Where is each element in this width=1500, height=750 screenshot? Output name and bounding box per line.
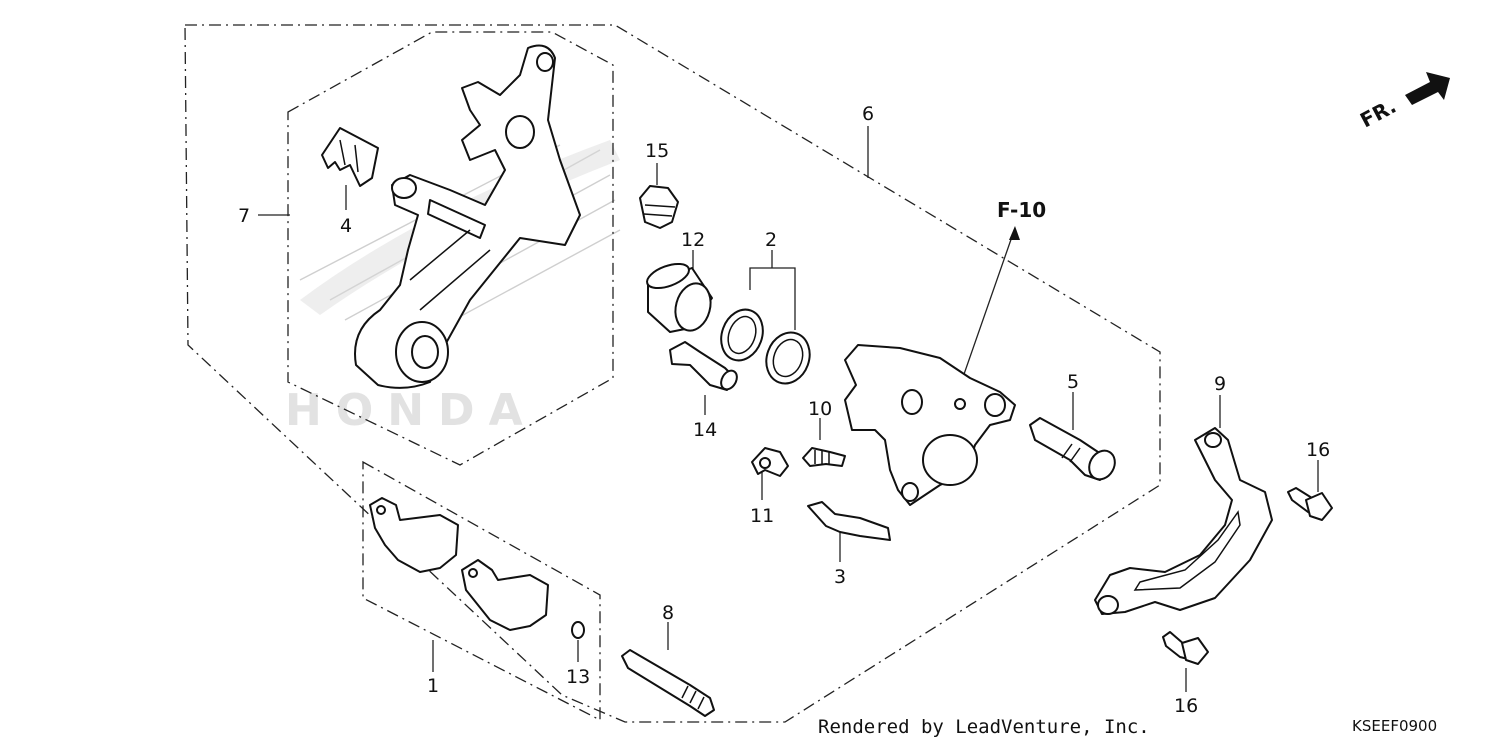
render-credit: Rendered by LeadVenture, Inc.	[818, 716, 1150, 738]
callout-3[interactable]: 3	[834, 566, 846, 588]
caliper-guard-part-9[interactable]	[1094, 427, 1273, 615]
callout-8[interactable]: 8	[662, 602, 674, 624]
leader-f10	[954, 227, 1016, 401]
caliper-body-part-6[interactable]	[844, 344, 1016, 506]
callout-10[interactable]: 10	[808, 398, 832, 420]
hose-clip-part-11[interactable]	[751, 447, 789, 477]
slide-pin-part-5[interactable]	[1029, 417, 1120, 484]
callout-15[interactable]: 15	[645, 140, 669, 162]
watermark-text: HONDA	[285, 385, 537, 436]
callout-6[interactable]: 6	[862, 103, 874, 125]
callout-5[interactable]: 5	[1067, 371, 1079, 393]
piston-part-12[interactable]	[644, 259, 716, 335]
bleeder-cap-part-15[interactable]	[639, 185, 679, 229]
callout-7[interactable]: 7	[238, 205, 250, 227]
callout-16-upper[interactable]: 16	[1306, 439, 1330, 461]
bleeder-valve-part-10[interactable]	[802, 447, 846, 467]
callout-9[interactable]: 9	[1214, 373, 1226, 395]
bolt-part-16-upper[interactable]	[1287, 487, 1333, 521]
diagram-code: KSEEF0900	[1352, 717, 1437, 735]
washer-part-13[interactable]	[571, 621, 585, 639]
assembly-outline-6	[184, 24, 1161, 723]
reference-label-f10[interactable]: F-10	[997, 198, 1046, 222]
pad-spring-part-4[interactable]	[321, 127, 379, 187]
callout-14[interactable]: 14	[693, 419, 717, 441]
pad-pin-part-8[interactable]	[621, 649, 715, 717]
bolt-part-16-lower[interactable]	[1162, 631, 1209, 665]
front-direction-label: FR.	[1356, 94, 1400, 133]
front-direction-indicator: FR.	[1356, 72, 1450, 132]
pad-retainer-part-3[interactable]	[807, 501, 891, 541]
callout-4[interactable]: 4	[340, 215, 352, 237]
bracket-outline-7	[287, 31, 614, 466]
caliper-bracket-part-7[interactable]	[354, 44, 581, 389]
brake-pads-part-1[interactable]	[369, 497, 549, 631]
callout-1[interactable]: 1	[427, 675, 439, 697]
callout-2[interactable]: 2	[765, 229, 777, 251]
callout-11[interactable]: 11	[750, 505, 774, 527]
piston-seals-part-2[interactable]	[714, 304, 816, 390]
leader-f10-arrowhead	[1009, 226, 1020, 240]
callout-12[interactable]: 12	[681, 229, 705, 251]
front-arrow-icon	[1405, 72, 1450, 105]
pin-bolt-part-14[interactable]	[669, 341, 740, 392]
callout-13[interactable]: 13	[566, 666, 590, 688]
callout-16-lower[interactable]: 16	[1174, 695, 1198, 717]
